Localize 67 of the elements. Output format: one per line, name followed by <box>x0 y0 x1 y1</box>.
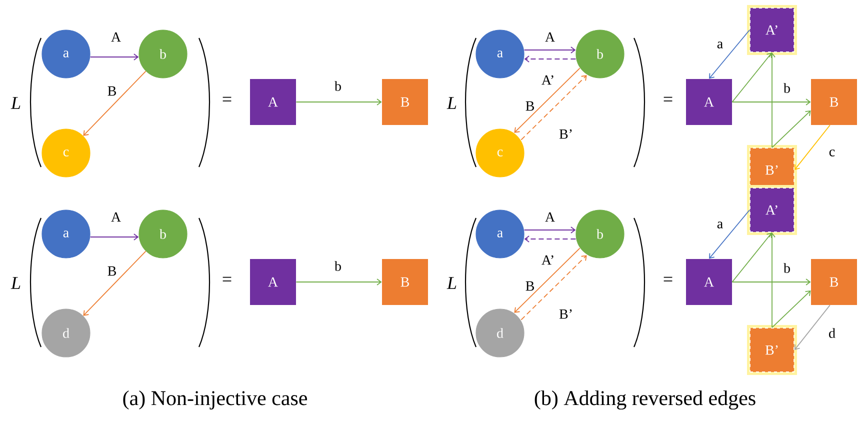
arrow <box>83 70 146 136</box>
edge-label: A <box>545 212 555 222</box>
node-box: A <box>686 259 732 305</box>
edge-label: A <box>111 212 121 222</box>
node-box: B <box>811 79 857 125</box>
arrow <box>794 124 830 170</box>
function-symbol: L <box>10 97 20 109</box>
edge-label: B <box>526 281 534 291</box>
caption: (b) Adding reversed edges <box>534 390 756 410</box>
dashed-arrow <box>524 236 576 242</box>
arrow <box>732 278 811 286</box>
edge-label: b <box>784 263 790 273</box>
dashed-node-box: A’ <box>747 185 797 235</box>
arrow <box>732 98 811 106</box>
arrow <box>90 54 139 60</box>
dashed-node-box: A’ <box>747 5 797 55</box>
equals-sign: = <box>664 276 672 282</box>
edge-label: B’ <box>559 309 572 319</box>
dashed-arrow <box>520 255 587 320</box>
edge-label: A’ <box>542 75 554 85</box>
arrow <box>524 226 576 234</box>
arrow <box>772 290 811 328</box>
arrow <box>768 232 776 328</box>
arrow <box>732 52 772 102</box>
function-symbol: L <box>446 97 456 109</box>
dashed-node-box: B’ <box>747 325 797 375</box>
equals-sign: = <box>222 276 232 282</box>
arrow <box>794 304 830 350</box>
edge-label: B <box>526 101 534 111</box>
edge-label: A’ <box>542 255 554 265</box>
arrow <box>524 46 576 54</box>
node-box: B <box>382 259 428 305</box>
arrow <box>514 248 580 313</box>
node-box: B <box>811 259 857 305</box>
edge-label: B <box>108 266 116 276</box>
arrow <box>732 232 772 282</box>
node-box: A <box>250 79 296 125</box>
dashed-arrow <box>520 75 587 140</box>
arrow <box>768 52 776 148</box>
edge-label: a <box>717 42 723 48</box>
caption: (a) Non-injective case <box>123 390 307 410</box>
equals-sign: = <box>222 96 232 102</box>
dashed-arrow <box>524 56 576 62</box>
arrow <box>514 68 580 133</box>
edge-label: d <box>829 328 836 338</box>
edge-label: b <box>334 81 341 91</box>
function-symbol: L <box>446 277 456 289</box>
edge-label: a <box>717 222 723 228</box>
arrow <box>772 110 811 148</box>
node-box: A <box>686 79 732 125</box>
arrow <box>296 278 382 286</box>
edge-label: c <box>829 150 835 156</box>
edge-label: B <box>108 86 116 96</box>
node-box: A <box>250 259 296 305</box>
arrow <box>90 234 139 240</box>
equals-sign: = <box>664 96 672 102</box>
arrow <box>296 98 382 106</box>
arrow <box>709 30 750 79</box>
edge-label: b <box>334 261 341 271</box>
function-symbol: L <box>10 277 20 289</box>
node-box: B <box>382 79 428 125</box>
arrow <box>709 210 750 259</box>
arrow <box>83 250 146 316</box>
edge-label: B’ <box>559 129 572 139</box>
edge-label: b <box>784 83 790 93</box>
edge-label: A <box>111 32 121 42</box>
edge-label: A <box>545 32 555 42</box>
